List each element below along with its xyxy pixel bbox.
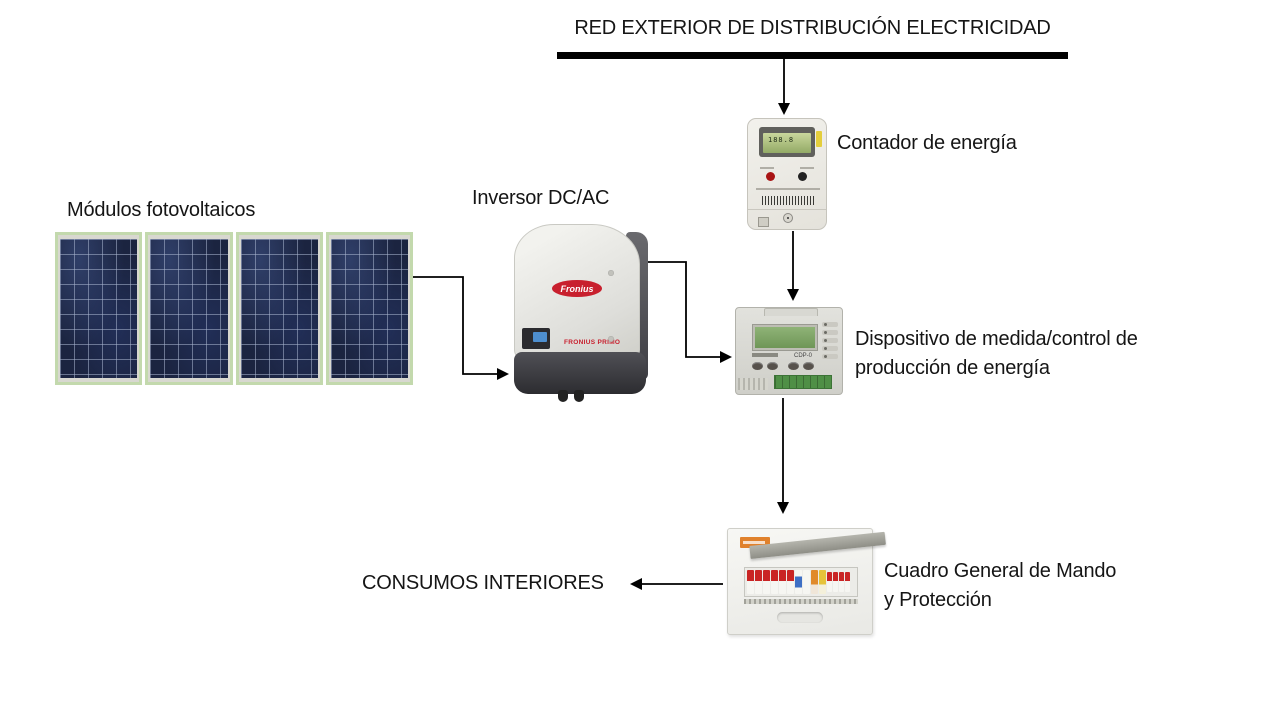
screw-icon (608, 336, 614, 342)
meter-brand-logo (758, 217, 769, 227)
circuit-breaker (845, 572, 850, 592)
device-terminal-block (774, 375, 832, 389)
circuit-breaker (747, 570, 754, 594)
grid-busbar (557, 52, 1068, 59)
circuit-breaker (803, 570, 810, 594)
meter-label: Contador de energía (837, 132, 1017, 154)
measure-control-label-line1: Dispositivo de medida/control de (855, 328, 1138, 350)
meter-lcd: 188.8 (763, 133, 811, 153)
device-button (788, 362, 799, 370)
board-label: Cuadro General de Mando y Protección (884, 557, 1164, 615)
circuit-breaker (779, 570, 786, 594)
interior-consumption-label: CONSUMOS INTERIORES (362, 572, 604, 594)
board-handle (777, 612, 823, 623)
fronius-logo: Fronius (552, 280, 602, 297)
circuit-breaker (827, 572, 832, 592)
meter-print-line (760, 167, 774, 169)
device-lcd (752, 324, 818, 351)
breaker-row (744, 567, 858, 597)
board-terminal-rail (744, 599, 858, 604)
device-button (767, 362, 778, 370)
meter-seam (748, 209, 826, 210)
circuit-breaker (839, 572, 844, 592)
pv-cells (240, 239, 318, 378)
measure-control-device-image: CDP-0 (735, 307, 843, 395)
meter-seal-tab (816, 131, 822, 147)
inverter-image: Fronius FRONIUS PRIMO (512, 224, 648, 402)
modules-label: Módulos fotovoltaicos (67, 199, 256, 221)
arrow-board-to-consumption (630, 578, 723, 590)
inverter-display (522, 328, 550, 349)
circuit-breaker (819, 570, 826, 594)
device-brand-mark (752, 353, 778, 357)
measure-control-label: Dispositivo de medida/control de producc… (855, 325, 1195, 383)
screw-icon (783, 213, 793, 223)
circuit-breaker (795, 570, 802, 594)
circuit-breaker (833, 572, 838, 592)
energy-meter-image: 188.8 (747, 118, 827, 230)
led-indicator (822, 330, 838, 335)
meter-print-line (800, 167, 814, 169)
meter-barcode (762, 196, 814, 205)
inverter-cable (558, 390, 568, 402)
arrow-meter-to-control (787, 231, 799, 301)
inverter-model-text: FRONIUS PRIMO (564, 339, 621, 346)
board-label-line1: Cuadro General de Mando (884, 560, 1117, 582)
meter-display-value: 188.8 (768, 136, 795, 144)
arrow-control-to-board (777, 398, 789, 514)
distribution-board-image (727, 528, 886, 635)
arrow-inverter-to-control (644, 261, 732, 363)
device-model-text: CDP-0 (794, 353, 813, 359)
screw-icon (608, 270, 614, 276)
inverter-cable (574, 390, 584, 402)
circuit-breaker (787, 570, 794, 594)
measure-control-label-line2: producción de energía (855, 357, 1050, 379)
device-top-cap (764, 308, 818, 316)
arrow-modules-to-inverter (413, 276, 509, 380)
device-button (752, 362, 763, 370)
inverter-label: Inversor DC/AC (472, 187, 610, 209)
circuit-breaker (755, 570, 762, 594)
inverter-bottom (514, 352, 646, 394)
pv-panel (145, 232, 233, 385)
device-button (803, 362, 814, 370)
meter-black-button (798, 172, 807, 181)
device-ridges (738, 378, 768, 390)
arrow-grid-to-meter (778, 59, 790, 115)
circuit-breaker (763, 570, 770, 594)
device-led-column (822, 322, 838, 378)
circuit-breaker (771, 570, 778, 594)
pv-cells (330, 239, 408, 378)
pv-cells (60, 239, 138, 378)
pv-panel (235, 232, 323, 385)
board-open-lid (749, 531, 886, 559)
led-indicator (822, 338, 838, 343)
led-indicator (822, 354, 838, 359)
pv-cells (150, 239, 228, 378)
meter-print-line (756, 188, 820, 190)
circuit-breaker (811, 570, 818, 594)
grid-title: RED EXTERIOR DE DISTRIBUCIÓN ELECTRICIDA… (574, 17, 1051, 39)
meter-display-frame: 188.8 (759, 127, 815, 157)
pv-panel (55, 232, 143, 385)
led-indicator (822, 322, 838, 327)
board-label-line2: y Protección (884, 589, 992, 611)
meter-red-button (766, 172, 775, 181)
pv-modules-image (55, 232, 413, 385)
board-brand-label (740, 537, 770, 548)
pv-panel (325, 232, 413, 385)
led-indicator (822, 346, 838, 351)
